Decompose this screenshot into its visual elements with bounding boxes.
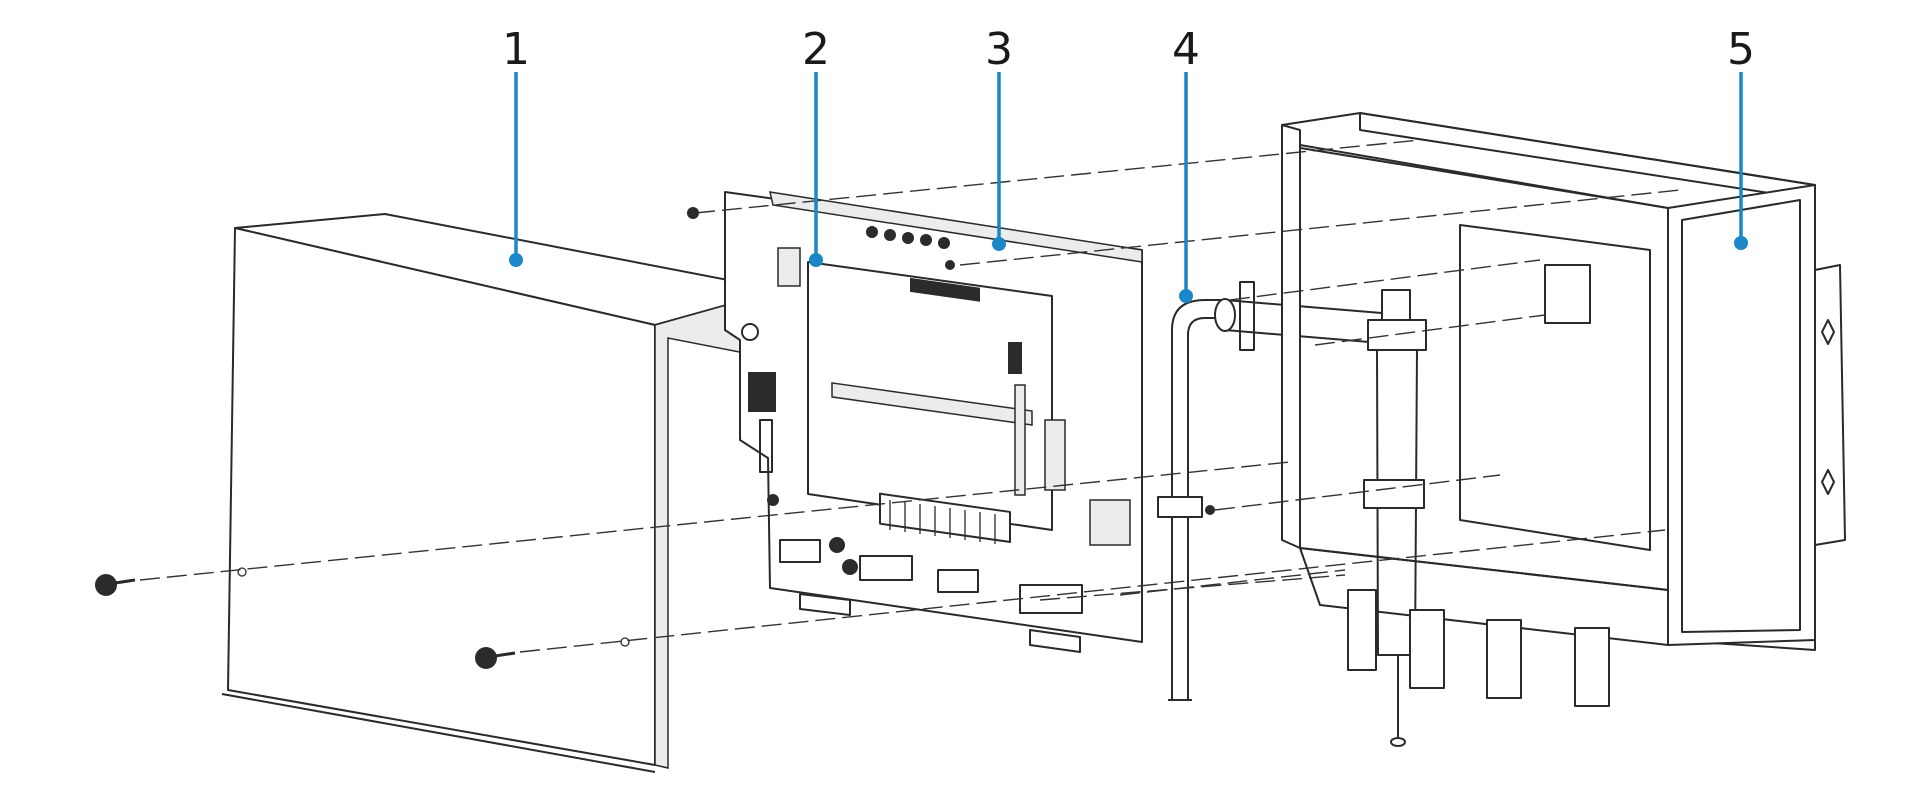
callout-3-number: 3 [985, 24, 1013, 75]
cover-screw-hole-upper [237, 567, 247, 577]
callout-5-number: 5 [1727, 24, 1755, 75]
circuit-board [807, 261, 1053, 531]
callout-2: 2 [802, 24, 830, 267]
callout-5: 5 [1727, 24, 1755, 250]
cover-bottom-lip [221, 693, 656, 773]
electronics-mounting-plate [724, 191, 1143, 653]
enclosure-front-frame [1667, 184, 1816, 646]
enclosure-box [1281, 112, 1846, 707]
enclosure-inner-panel [1459, 224, 1651, 551]
callout-4-number: 4 [1172, 24, 1200, 75]
plate-outline [724, 191, 1143, 643]
callout-1: 1 [502, 24, 530, 267]
sensor-probe-tube [1171, 299, 1225, 700]
terminal-block-strip [879, 492, 1011, 544]
plate-top-edge [769, 191, 1143, 263]
cable-glands [1347, 589, 1610, 707]
enclosure-mounting-bracket [1814, 264, 1846, 546]
cover-screw-center [475, 647, 516, 669]
callout-1-number: 1 [502, 24, 530, 75]
enclosure-left-rim [1281, 124, 1301, 549]
callout-4: 4 [1172, 24, 1200, 303]
callout-2-number: 2 [802, 24, 830, 75]
cover-screw-left [95, 574, 136, 596]
led-indicator-row [866, 226, 955, 270]
front-cover-panel [221, 213, 781, 773]
cover-screw-hole-lower [620, 637, 630, 647]
callout-3: 3 [985, 24, 1013, 251]
